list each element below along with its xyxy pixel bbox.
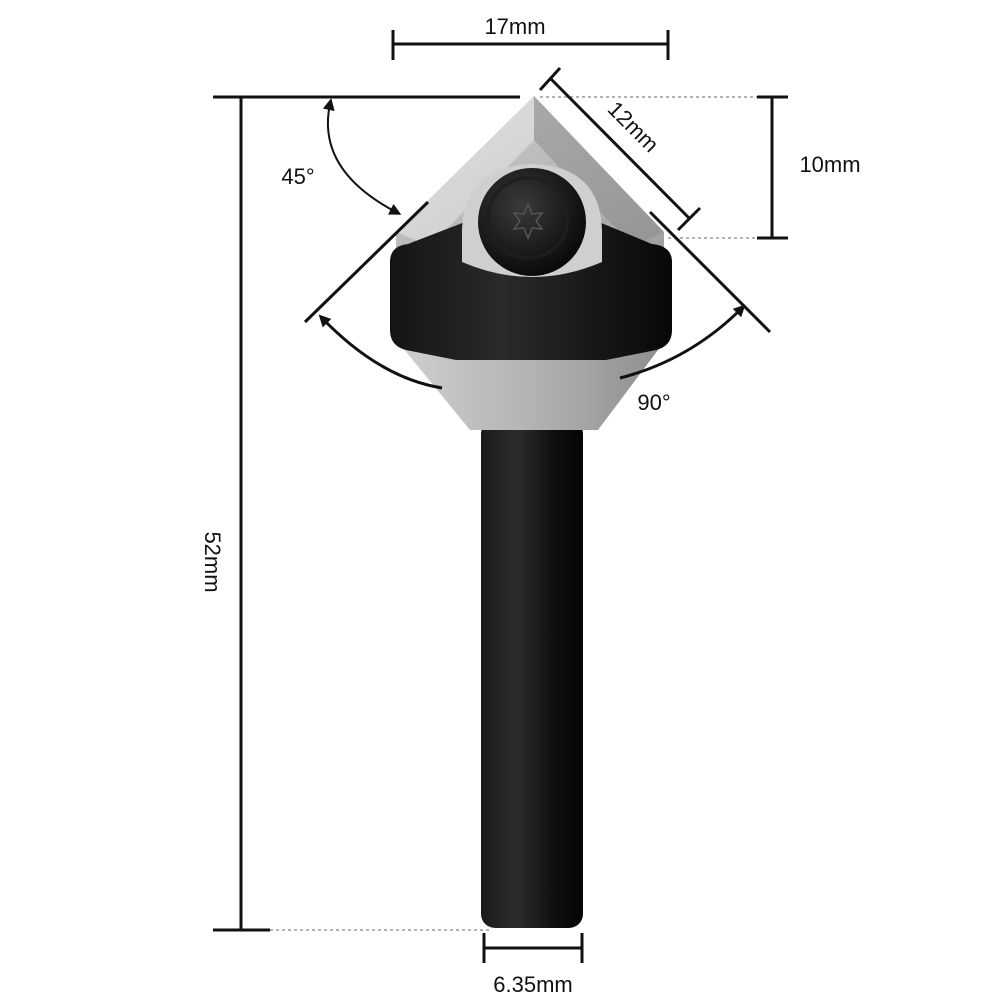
label-52mm: 52mm <box>200 531 225 592</box>
insert-left-bevel <box>396 96 534 246</box>
cone-chamfer <box>398 342 664 430</box>
label-90deg: 90° <box>637 390 670 415</box>
torx-screw-icon <box>478 168 586 276</box>
dim-12mm-tick-top <box>538 66 562 92</box>
label-12mm: 12mm <box>603 96 664 157</box>
angle-45-arc <box>322 98 402 215</box>
dimension-lines <box>213 30 788 963</box>
dim-12mm-tick-bottom <box>676 206 702 232</box>
countersink-tool <box>390 96 672 928</box>
label-17mm: 17mm <box>484 14 545 39</box>
label-635mm: 6.35mm <box>493 972 572 997</box>
insert-right-bevel <box>534 96 664 246</box>
right-flank-line <box>648 210 772 334</box>
dim-12mm-line <box>548 76 691 220</box>
angle-90-arc <box>318 314 443 390</box>
left-flank-line <box>303 200 430 324</box>
angle-90-arc-right <box>619 304 746 380</box>
label-10mm: 10mm <box>799 152 860 177</box>
label-45deg: 45° <box>281 164 314 189</box>
shank <box>481 420 583 928</box>
